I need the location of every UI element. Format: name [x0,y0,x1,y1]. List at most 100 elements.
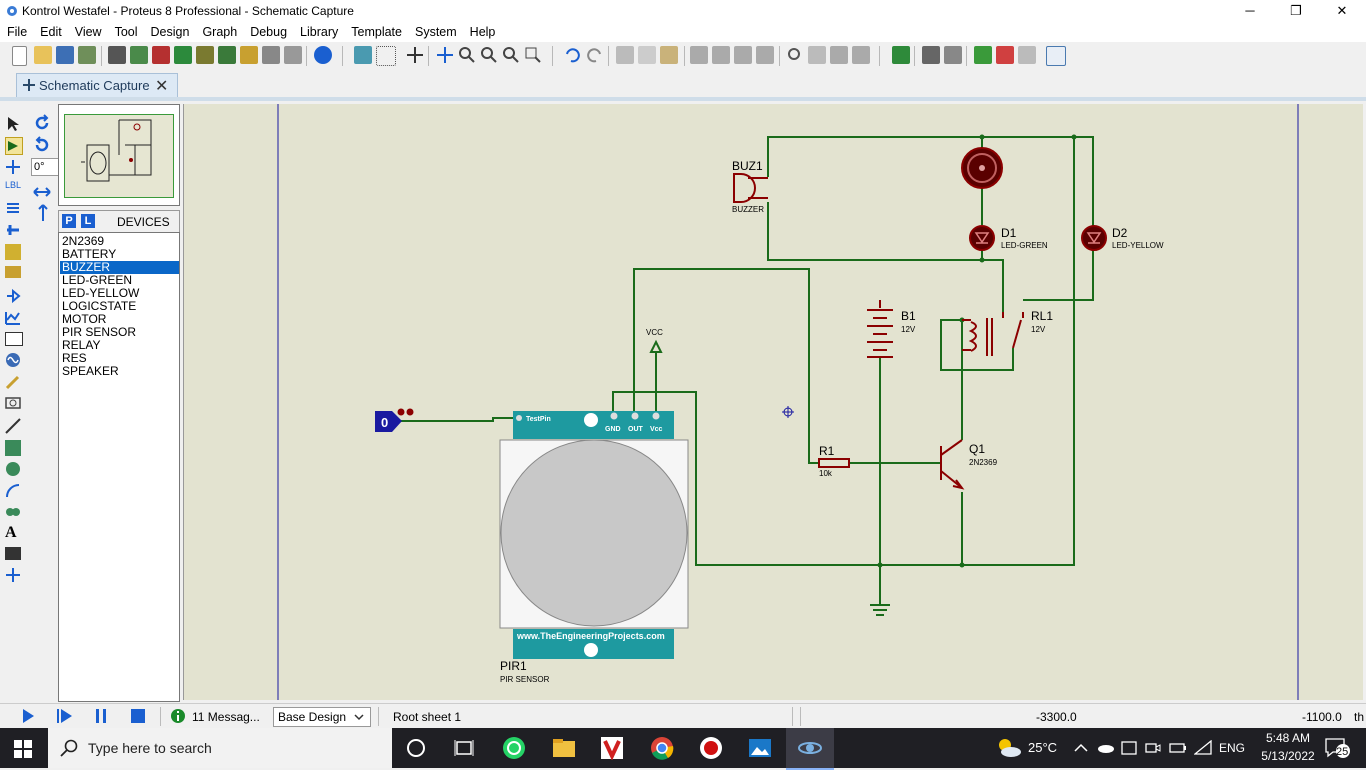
device-item[interactable]: LED-YELLOW [62,286,140,300]
help-icon[interactable] [314,46,332,64]
device-item[interactable]: LED-GREEN [62,273,133,287]
tab-schematic-capture[interactable]: Schematic Capture ✕ [16,73,178,98]
battery-symbol[interactable] [867,300,893,358]
library-manager-button[interactable]: L [81,214,95,228]
text-script-icon[interactable] [5,201,21,217]
menu-system[interactable]: System [414,25,457,39]
property-tool-icon[interactable] [944,46,962,64]
junction-dot-icon[interactable] [5,159,21,175]
led-d2-symbol[interactable] [1081,225,1107,251]
led-d1-symbol[interactable] [969,225,995,251]
block-move-icon[interactable] [712,46,730,64]
origin-icon[interactable] [406,46,424,64]
overview-viewport[interactable] [64,114,174,198]
zoom-out-icon[interactable] [480,46,498,64]
mirror-horizontal-icon[interactable] [33,184,51,203]
rotation-angle-input[interactable]: 0° [31,158,59,176]
device-item[interactable]: RELAY [62,338,101,352]
device-item[interactable]: PIR SENSOR [62,325,137,339]
menu-debug[interactable]: Debug [250,25,288,39]
chrome-icon[interactable] [650,736,674,760]
symbol-tool-icon[interactable] [5,547,21,560]
electrical-rule-check-icon[interactable] [1046,46,1066,66]
menu-file[interactable]: File [7,25,28,39]
cut-icon[interactable] [616,46,634,64]
search-tag-icon[interactable] [922,46,940,64]
whatsapp-icon[interactable] [502,736,526,760]
maximize-button[interactable]: ❐ [1290,3,1302,18]
vcc-power-symbol[interactable] [649,339,663,353]
battery-icon[interactable] [1169,741,1187,758]
terminals-icon[interactable] [5,266,21,278]
device-item[interactable]: BATTERY [62,247,117,261]
mirror-vertical-icon[interactable] [35,204,51,225]
resistor-symbol[interactable] [818,458,850,468]
netlist-icon[interactable] [262,46,280,64]
voltage-probe-icon[interactable] [5,374,21,390]
back-icon[interactable] [174,46,192,64]
network-adapter-icon[interactable] [1121,740,1137,759]
play-simulation-icon[interactable] [20,708,36,727]
circle-tool-icon[interactable] [5,461,21,477]
rotate-anticlockwise-icon[interactable] [33,136,51,157]
buzzer-symbol[interactable] [733,173,768,203]
new-sheet-icon[interactable] [974,46,992,64]
clock-date[interactable]: 5/13/2022 [1261,749,1315,763]
device-item[interactable]: LOGICSTATE [62,299,137,313]
design-variant-select[interactable]: Base Design [273,707,371,727]
overview-window[interactable] [58,104,180,206]
block-copy-icon[interactable] [690,46,708,64]
package-tool-icon[interactable] [830,46,848,64]
device-item[interactable]: MOTOR [62,312,107,326]
device-item[interactable]: SPEAKER [62,364,119,378]
relay-symbol[interactable] [962,312,1024,356]
taskbar-search-box[interactable]: Type here to search [48,728,392,768]
remove-sheet-icon[interactable] [996,46,1014,64]
motor-symbol[interactable] [961,147,1003,189]
zoom-area-icon[interactable] [524,46,542,64]
task-view-icon[interactable] [452,736,476,760]
menu-library[interactable]: Library [300,25,339,39]
screen-recorder-icon[interactable] [699,736,723,760]
zoom-in-icon[interactable] [458,46,476,64]
menu-template[interactable]: Template [351,25,402,39]
marker-tool-icon[interactable] [5,567,21,583]
info-icon[interactable] [170,708,186,727]
save-icon[interactable] [56,46,74,64]
close-button[interactable]: ✕ [1336,3,1348,18]
step-simulation-icon[interactable] [56,708,74,727]
device-item[interactable]: 2N2369 [62,234,105,248]
decompose-icon[interactable] [852,46,870,64]
block-rotate-icon[interactable] [734,46,752,64]
line-tool-icon[interactable] [5,418,21,434]
new-file-icon[interactable] [12,46,27,66]
pan-icon[interactable] [436,46,454,64]
messages-count[interactable]: 11 Messag... [192,710,260,724]
selection-mode-icon[interactable] [5,116,21,132]
bus-icon[interactable] [5,222,21,238]
menu-graph[interactable]: Graph [202,25,238,39]
stop-simulation-icon[interactable] [130,708,146,727]
exit-parent-icon[interactable] [1018,46,1036,64]
language-indicator[interactable]: ENG [1219,741,1246,755]
notification-center-icon[interactable]: 25 [1324,736,1350,760]
arc-tool-icon[interactable] [5,483,21,499]
box-tool-icon[interactable] [5,440,21,456]
copy-icon[interactable] [638,46,656,64]
temperature-readout[interactable]: 25°C [1028,740,1058,755]
notes-icon[interactable] [284,46,302,64]
graph-icon[interactable] [5,310,21,326]
grid-icon[interactable] [376,46,396,66]
tab-close-icon[interactable]: ✕ [155,78,169,95]
wire-autorouter-icon[interactable] [892,46,910,64]
weather-icon[interactable] [996,738,1022,761]
pick-devices-button[interactable]: P [62,214,76,228]
tape-recorder-icon[interactable] [5,332,23,346]
zoom-all-icon[interactable] [502,46,520,64]
make-device-icon[interactable] [808,46,826,64]
onedrive-icon[interactable] [1097,742,1115,757]
device-item-selected[interactable]: BUZZER [60,261,179,274]
virtual-instruments-icon[interactable] [5,395,21,411]
subcircuit-icon[interactable] [5,244,21,260]
schematic-icon[interactable] [130,46,148,64]
